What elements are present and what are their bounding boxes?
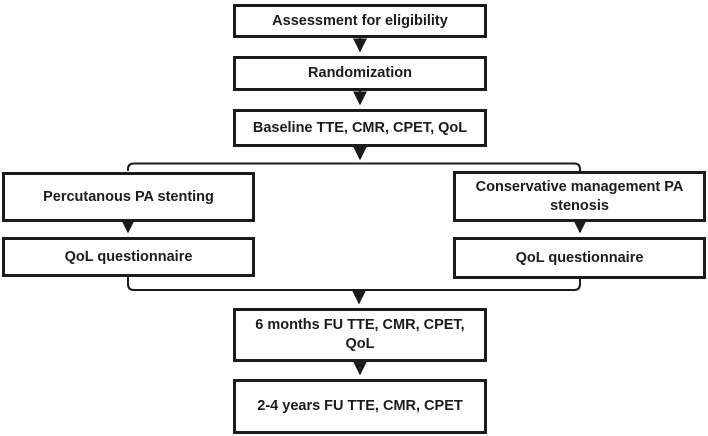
merge-bracket (127, 277, 581, 291)
flow-node-pa-stenting: Percutanous PA stenting (2, 172, 255, 222)
flow-node-right-qol-questionnaire: QoL questionnaire (453, 237, 706, 279)
flow-node-randomization: Randomization (233, 56, 487, 91)
flow-node-assessment: Assessment for eligibility (233, 4, 487, 38)
flow-node-baseline-tests: Baseline TTE, CMR, CPET, QoL (233, 109, 487, 147)
flow-node-left-qol-questionnaire: QoL questionnaire (2, 237, 255, 277)
flow-node-conservative-management: Conservative management PA stenosis (453, 171, 706, 222)
flow-node-six-months-followup: 6 months FU TTE, CMR, CPET, QoL (233, 308, 487, 362)
split-bracket (127, 162, 581, 171)
flow-node-late-followup: 2-4 years FU TTE, CMR, CPET (233, 379, 487, 434)
